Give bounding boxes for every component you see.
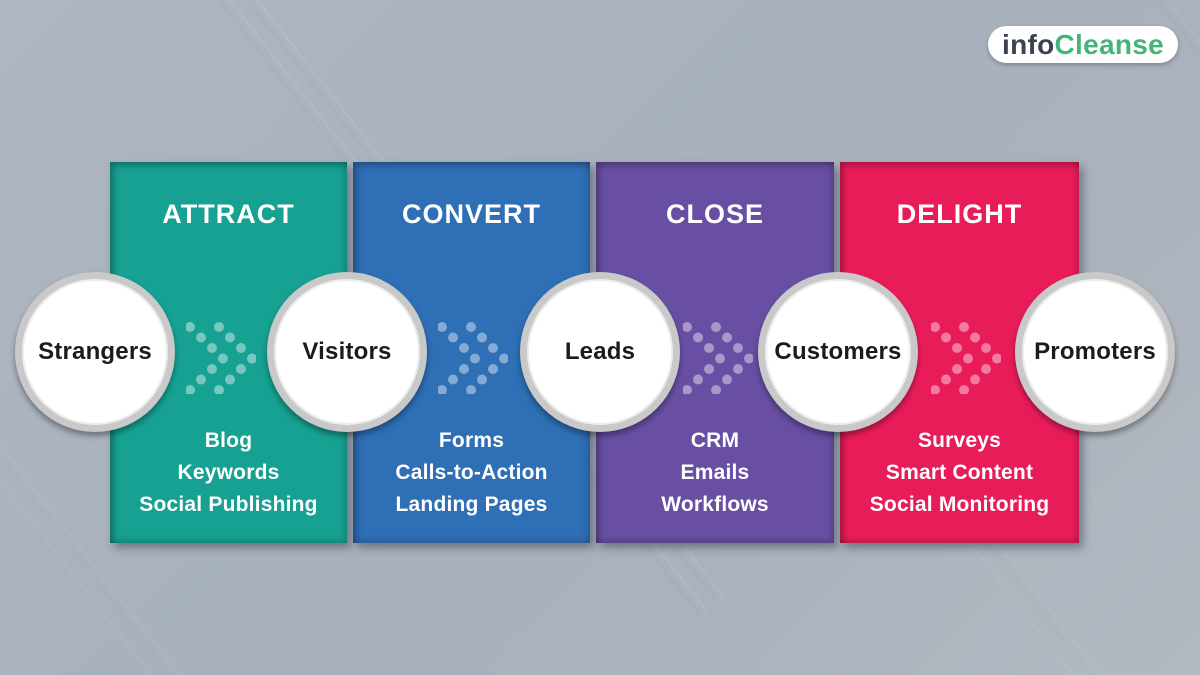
logo-text-cleanse: Cleanse: [1054, 28, 1165, 60]
dotted-chevron-right-icon: [186, 322, 256, 394]
stage-item-list: Blog Keywords Social Publishing: [110, 425, 347, 521]
stage-item: Emails: [680, 461, 750, 484]
stage-item: Social Monitoring: [869, 493, 1050, 516]
stage-title: CLOSE: [665, 199, 764, 229]
stage-title: ATTRACT: [162, 199, 295, 229]
dotted-chevron-right-icon: [931, 322, 1001, 394]
audience-circle-visitors: Visitors: [267, 272, 427, 432]
dotted-chevron-right-icon: [683, 322, 753, 394]
audience-label: Leads: [564, 338, 636, 365]
audience-circle-promoters: Promoters: [1015, 272, 1175, 432]
stage-item: Forms: [438, 429, 505, 452]
audience-circle-leads: Leads: [520, 272, 680, 432]
logo-text-info: info: [1002, 28, 1055, 60]
audience-label: Promoters: [1034, 338, 1156, 365]
audience-circle-customers: Customers: [758, 272, 918, 432]
stage-item-list: CRM Emails Workflows: [596, 425, 834, 521]
stage-item-list: Forms Calls-to-Action Landing Pages: [353, 425, 590, 521]
stage-item: Landing Pages: [395, 493, 548, 516]
stage-item: Social Publishing: [139, 493, 318, 516]
stage-item: Keywords: [177, 461, 280, 484]
stage-item: Calls-to-Action: [395, 461, 548, 484]
stage-item: Workflows: [661, 493, 769, 516]
stage-item-list: Surveys Smart Content Social Monitoring: [840, 425, 1079, 521]
audience-label: Visitors: [302, 338, 392, 365]
dotted-chevron-right-icon: [438, 322, 508, 394]
audience-circle-strangers: Strangers: [15, 272, 175, 432]
audience-label: Customers: [774, 338, 902, 365]
stage-title: CONVERT: [401, 199, 541, 229]
stage-item: Surveys: [917, 429, 1002, 452]
background-streak: [1002, 0, 1200, 161]
audience-label: Strangers: [38, 338, 152, 365]
stage-item: Smart Content: [885, 461, 1034, 484]
stage-item: Blog: [204, 429, 253, 452]
stage-title: DELIGHT: [896, 199, 1023, 229]
stage-item: CRM: [690, 429, 740, 452]
